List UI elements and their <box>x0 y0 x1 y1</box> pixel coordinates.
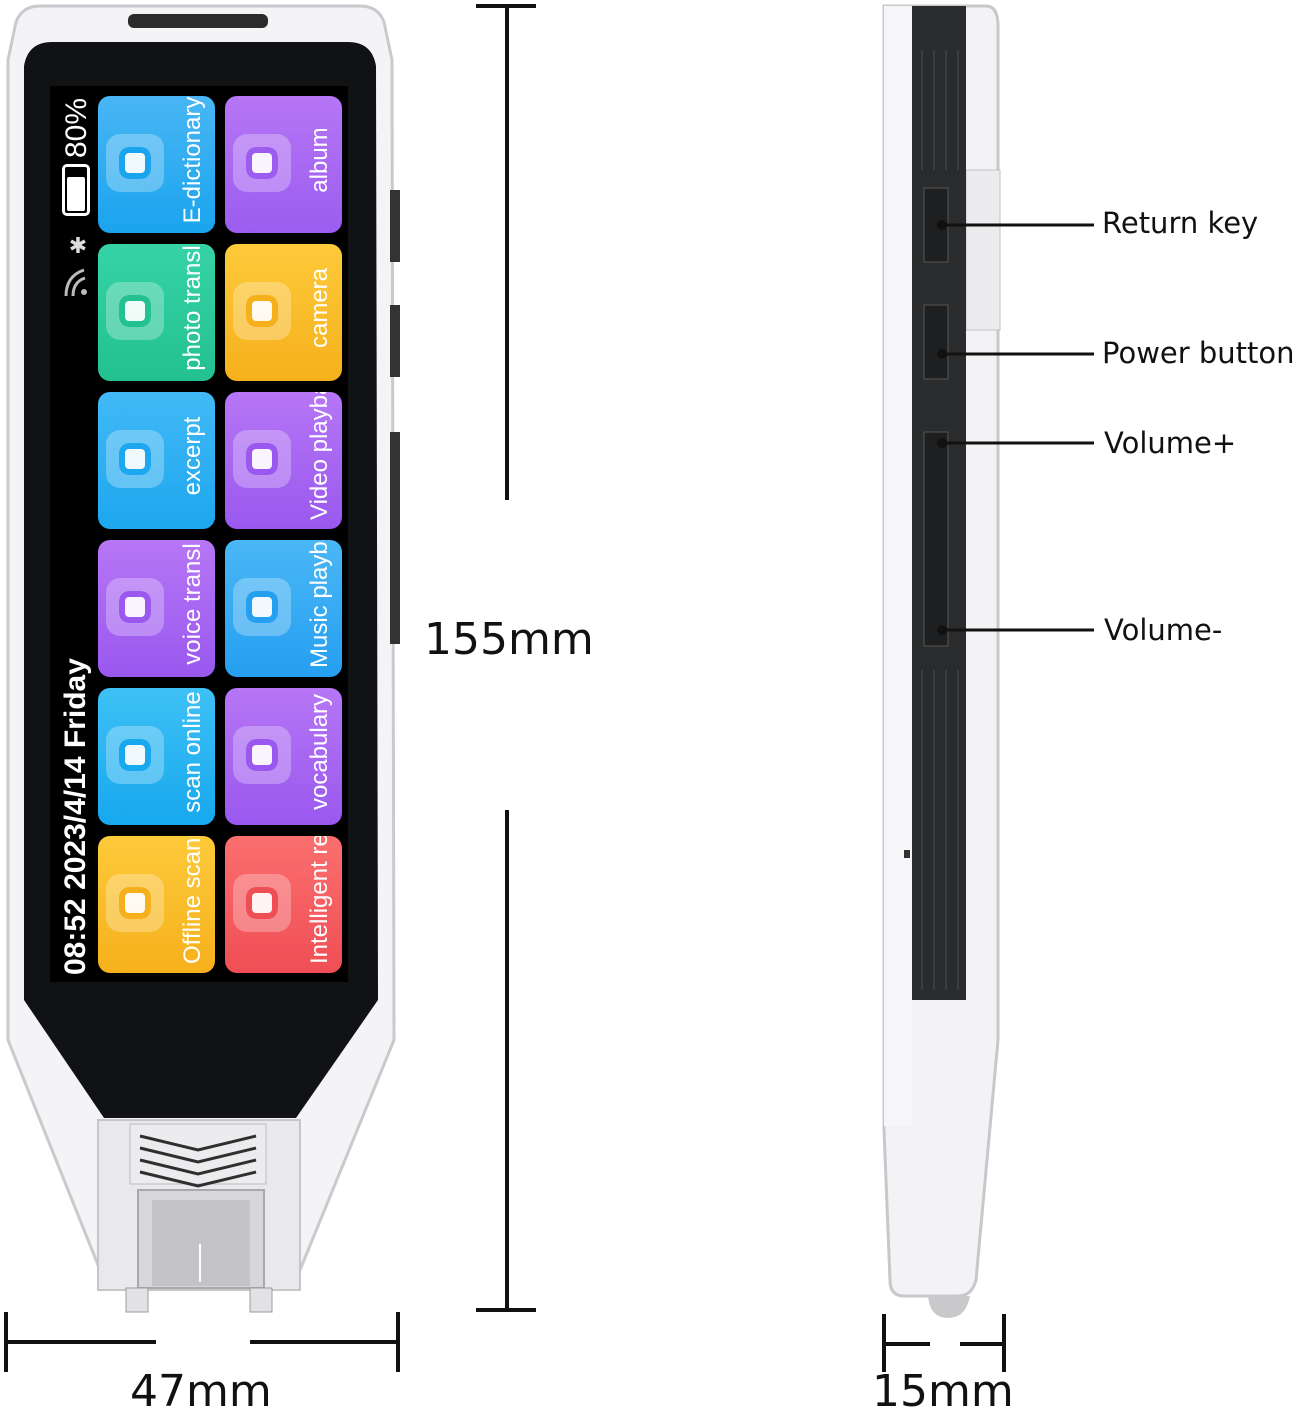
voice-translate-icon <box>106 578 164 636</box>
scan-online-icon <box>106 726 164 784</box>
intelligent-recording-icon <box>233 874 291 932</box>
depth-dimension: 15mm <box>872 1366 1014 1417</box>
photo-translate-icon <box>106 282 164 340</box>
excerpt-icon <box>106 430 164 488</box>
app-tile-vocabulary[interactable]: vocabulary <box>225 688 342 825</box>
volume-down-label: Volume- <box>1104 613 1223 647</box>
camera-icon <box>233 282 291 340</box>
app-tile-photo-transl[interactable]: photo transl <box>98 244 215 381</box>
bluetooth-icon: ✱ <box>68 233 88 258</box>
power-button-label: Power button <box>1102 336 1295 370</box>
height-dimension: 155mm <box>424 614 594 665</box>
app-tile-e-dictionary[interactable]: E-dictionary <box>98 96 215 233</box>
return-key-label: Return key <box>1102 206 1259 240</box>
app-tile-voice-transl[interactable]: voice transl <box>98 540 215 677</box>
video-icon <box>233 430 291 488</box>
music-icon <box>233 578 291 636</box>
app-tile-video-playback[interactable]: Video playback <box>225 392 342 529</box>
app-tile-excerpt[interactable]: excerpt <box>98 392 215 529</box>
app-tile-music-playback[interactable]: Music playback <box>225 540 342 677</box>
dictionary-icon <box>106 134 164 192</box>
battery-icon <box>62 164 90 216</box>
app-tile-scan-online[interactable]: scan online <box>98 688 215 825</box>
app-tile-intelligent-rec[interactable]: Intelligent rec <box>225 836 342 973</box>
volume-up-label: Volume+ <box>1104 426 1237 460</box>
wifi-icon <box>60 230 94 302</box>
width-dimension: 47mm <box>130 1366 272 1417</box>
app-tile-offline-scann[interactable]: Offline scann <box>98 836 215 973</box>
album-icon <box>233 134 291 192</box>
vocabulary-icon <box>233 726 291 784</box>
app-tile-camera[interactable]: camera <box>225 244 342 381</box>
app-tile-album[interactable]: album <box>225 96 342 233</box>
offline-scan-icon <box>106 874 164 932</box>
